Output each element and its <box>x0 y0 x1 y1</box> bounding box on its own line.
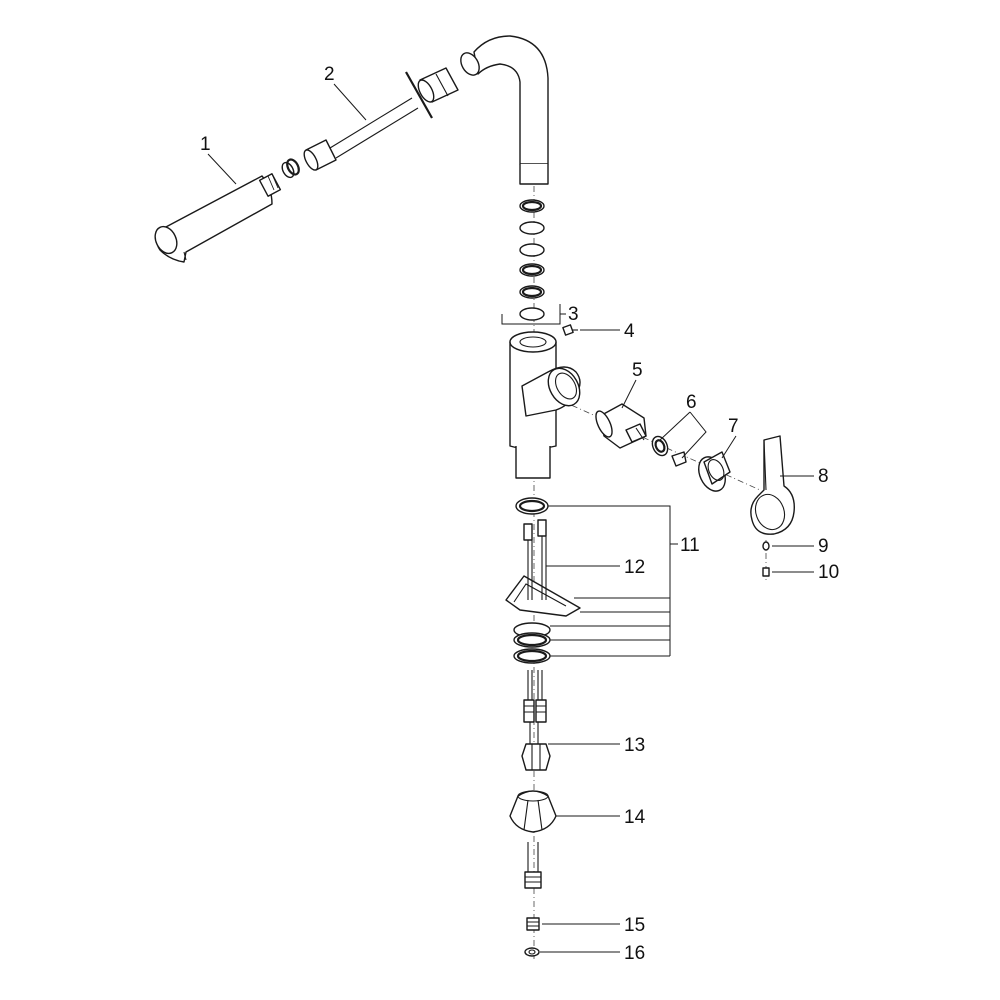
part-5-cartridge <box>595 403 647 449</box>
lower-hose-end <box>524 842 542 889</box>
part-1-washers <box>281 158 300 179</box>
part-2-coupler <box>417 67 459 103</box>
callout-8: 8 <box>818 466 829 487</box>
part-15-filter <box>526 917 540 931</box>
part-1-spray-head <box>154 173 282 263</box>
callout-9: 9 <box>818 536 829 557</box>
part-10-screw <box>762 567 770 577</box>
callout-14: 14 <box>624 807 646 828</box>
part-9-grub-screw <box>762 541 770 551</box>
leader-6 <box>659 411 707 459</box>
bracket-3 <box>501 304 566 325</box>
part-4-screw <box>562 324 578 336</box>
callout-10: 10 <box>818 562 839 583</box>
callout-6: 6 <box>686 392 697 413</box>
faucet-body <box>509 331 581 479</box>
part-14-weight <box>509 790 557 833</box>
callout-4: 4 <box>624 321 635 342</box>
part-2-hose <box>303 71 433 171</box>
leader-7 <box>721 435 737 459</box>
part-8-lever <box>750 435 795 535</box>
callout-13: 13 <box>624 735 645 756</box>
part-16-washer <box>524 947 540 957</box>
leader-1 <box>207 153 237 185</box>
callout-16: 16 <box>624 943 645 964</box>
callout-3: 3 <box>568 304 579 325</box>
callout-7: 7 <box>728 416 739 437</box>
callout-2: 2 <box>324 64 335 85</box>
callout-15: 15 <box>624 915 645 936</box>
part-3-o-rings <box>519 199 545 321</box>
part-13-hose-nut <box>521 722 551 771</box>
callout-1: 1 <box>200 134 211 155</box>
callout-5: 5 <box>632 360 643 381</box>
part-12-supply-pipes <box>523 519 547 723</box>
part-7-bonnet <box>698 451 731 492</box>
spout <box>460 35 549 185</box>
leader-5 <box>621 379 637 409</box>
callout-11: 11 <box>680 535 700 556</box>
callout-12: 12 <box>624 557 645 578</box>
leader-2 <box>333 83 367 121</box>
bracket-11 <box>548 505 678 657</box>
part-11-mounting-set <box>505 497 581 664</box>
part-6-adapter <box>651 435 687 467</box>
